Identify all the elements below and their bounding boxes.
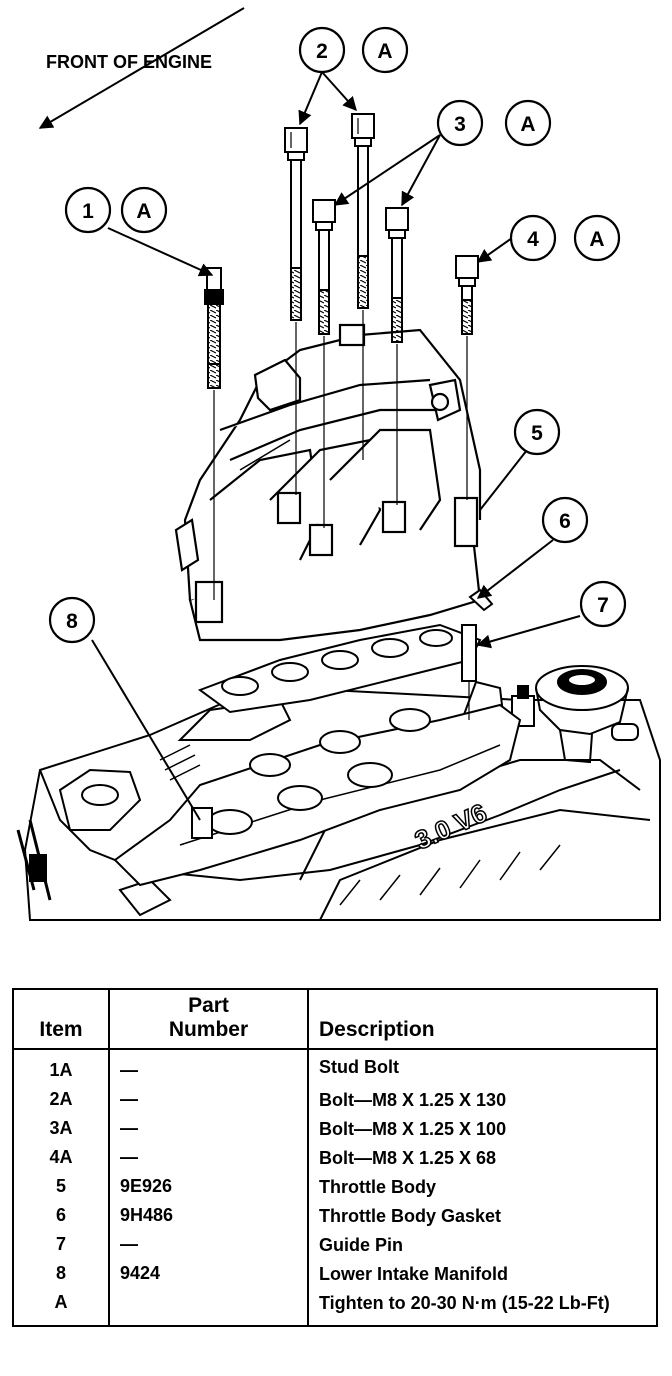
svg-text:5: 5 <box>531 422 543 445</box>
upper-intake-manifold <box>174 323 482 642</box>
table-row: 5 9E926 Throttle Body <box>13 1172 657 1201</box>
callout-5: 5 <box>513 408 561 456</box>
svg-text:1: 1 <box>82 200 94 223</box>
svg-text:4: 4 <box>527 228 539 251</box>
header-description: Description <box>308 989 657 1050</box>
bolt-3-right <box>385 207 409 505</box>
table-row: 2A — Bolt—M8 X 1.25 X 130 <box>13 1085 657 1114</box>
bolt-3-left <box>312 199 336 528</box>
callout-4: 4 A <box>509 214 621 262</box>
bolt-2-right <box>351 113 375 460</box>
front-direction-arrow <box>38 7 245 129</box>
table-row: 7 — Guide Pin <box>13 1230 657 1259</box>
svg-text:7: 7 <box>597 594 609 617</box>
callout-8: 8 <box>48 596 96 644</box>
table-row: 4A — Bolt—M8 X 1.25 X 68 <box>13 1143 657 1172</box>
svg-text:2: 2 <box>316 40 328 63</box>
table-row: 6 9H486 Throttle Body Gasket <box>13 1201 657 1230</box>
svg-text:3: 3 <box>454 113 466 136</box>
front-of-engine-label: FRONT OF ENGINE <box>46 52 212 72</box>
svg-text:A: A <box>520 113 535 136</box>
table-row: 1A — Stud Bolt <box>13 1049 657 1085</box>
table-row: 8 9424 Lower Intake Manifold <box>13 1259 657 1288</box>
throttle-body-gasket-6 <box>468 588 494 612</box>
bolt-4 <box>455 255 479 500</box>
callout-6: 6 <box>541 496 589 544</box>
bolt-2-left <box>284 127 308 495</box>
svg-text:A: A <box>377 40 392 63</box>
callout-7: 7 <box>579 580 627 628</box>
stud-bolt-1 <box>204 267 224 600</box>
callout-3: 3 A <box>436 99 552 147</box>
callout-2: 2 A <box>298 26 409 74</box>
svg-text:A: A <box>589 228 604 251</box>
header-item: Item <box>13 989 110 1050</box>
svg-text:A: A <box>136 200 151 223</box>
callout-1: 1 A <box>64 186 168 234</box>
table-row: A Tighten to 20-30 N·m (15-22 Lb-Ft) <box>13 1288 657 1326</box>
table-row: 3A — Bolt—M8 X 1.25 X 100 <box>13 1114 657 1143</box>
engine-exploded-diagram: FRONT OF ENGINE 3.0 V6 <box>16 7 661 921</box>
svg-text:8: 8 <box>66 610 78 633</box>
guide-pin-7 <box>461 624 477 720</box>
lower-intake-manifold <box>113 698 522 887</box>
leader-lines <box>91 71 581 821</box>
svg-text:6: 6 <box>559 510 571 533</box>
